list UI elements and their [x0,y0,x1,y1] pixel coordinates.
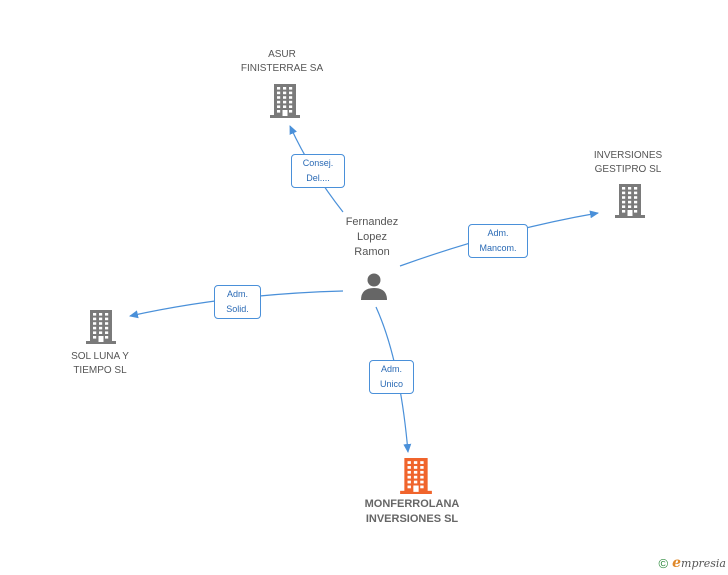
gestipro-building-icon[interactable] [615,184,645,223]
footer-brand: © empresia [659,555,726,571]
empresia-logo[interactable]: empresia [672,555,726,571]
monferrolana-building-icon[interactable] [400,458,432,499]
copyright-symbol: © [658,555,669,571]
asur-label[interactable]: ASUR FINISTERRAE SA [240,49,324,74]
sol-luna-building-icon[interactable] [86,310,116,349]
asur-building-icon[interactable] [270,84,300,123]
edge-badge-sol-luna[interactable]: Adm. Solid. [214,285,261,319]
edge-badge-gestipro[interactable]: Adm. Mancom. [468,224,528,258]
edge-badge-asur[interactable]: Consej. Del.... [291,154,345,188]
gestipro-label[interactable]: INVERSIONES GESTIPRO SL [593,150,663,175]
person-icon[interactable] [359,271,389,306]
monferrolana-label[interactable]: MONFERROLANA INVERSIONES SL [364,498,460,525]
center-person-label[interactable]: Fernandez Lopez Ramon [345,216,399,258]
edge-badge-monferrolana[interactable]: Adm. Unico [369,360,414,394]
sol-luna-label[interactable]: SOL LUNA Y TIEMPO SL [71,351,129,376]
